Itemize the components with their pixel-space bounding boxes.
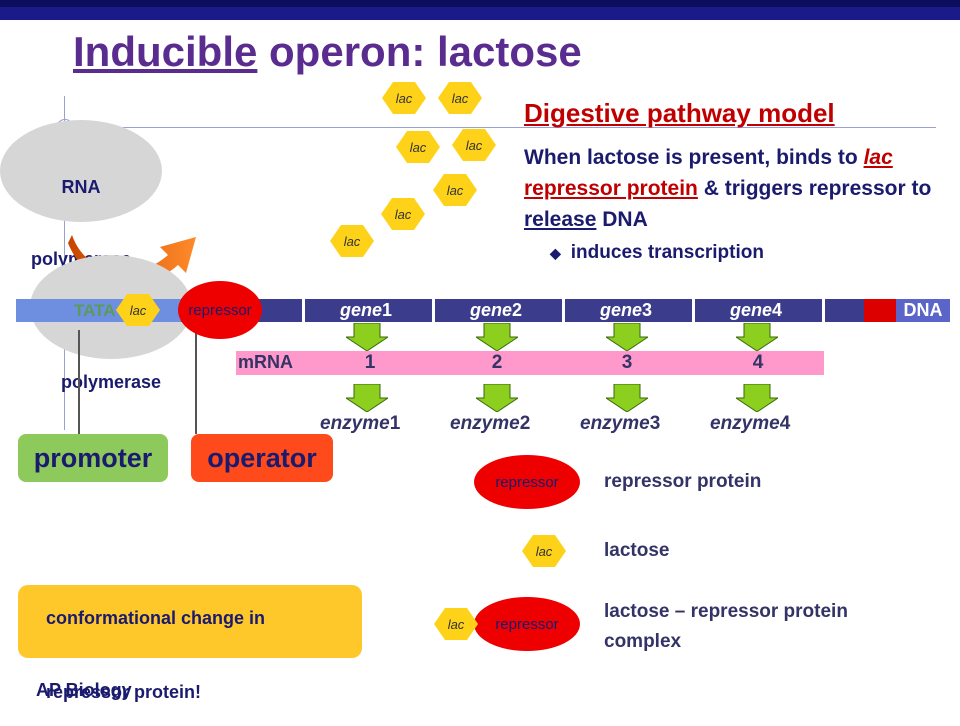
mrna-number: 2 xyxy=(491,352,503,373)
mrna-label: mRNA xyxy=(238,352,294,372)
legend-lactose-text: lactose xyxy=(604,540,670,561)
legend-complex-repressor: repressor xyxy=(474,597,580,651)
operator-label-box: operator xyxy=(191,434,333,482)
mrna-strand xyxy=(236,351,824,375)
slide-title: Inducible operon: lactose xyxy=(73,28,582,76)
gene-separator xyxy=(562,299,565,322)
lactose-molecule: lac xyxy=(433,174,477,206)
down-arrow-icon xyxy=(476,323,518,351)
down-arrow-icon xyxy=(476,384,518,412)
tata-box-label: TATA xyxy=(74,301,116,320)
lactose-bound-repressor: lac xyxy=(116,294,160,326)
mrna-number: 3 xyxy=(621,352,633,373)
gene-label: gene4 xyxy=(729,300,783,320)
promoter-label-box: promoter xyxy=(18,434,168,482)
down-arrow-icon xyxy=(736,384,778,412)
down-arrow-icon xyxy=(346,384,388,412)
gene-separator xyxy=(822,299,825,322)
top-band-dark xyxy=(0,0,960,7)
gene-separator xyxy=(302,299,305,322)
operator-pointer-line xyxy=(195,330,197,434)
repressor-on-operator: repressor xyxy=(178,281,262,339)
lactose-molecule: lac xyxy=(330,225,374,257)
legend-repressor-text: repressor protein xyxy=(604,471,762,492)
lactose-molecule: lac xyxy=(396,131,440,163)
legend-complex-lactose: lac xyxy=(434,608,478,640)
panel-body: When lactose is present, binds to lac re… xyxy=(524,146,932,231)
terminator-segment xyxy=(864,299,896,322)
lactose-molecule: lac xyxy=(382,82,426,114)
bullet-diamond-icon: ◆ xyxy=(550,245,561,261)
enzyme-label: enzyme1 xyxy=(320,413,401,434)
title-underlined-word: Inducible xyxy=(73,28,258,75)
lactose-molecule: lac xyxy=(452,129,496,161)
down-arrow-icon xyxy=(606,323,648,351)
gene-label: gene3 xyxy=(599,300,653,320)
lactose-molecule: lac xyxy=(381,198,425,230)
down-arrow-icon xyxy=(346,323,388,351)
down-arrow-icon xyxy=(606,384,648,412)
gene-label: gene2 xyxy=(469,300,523,320)
mrna-number: 1 xyxy=(364,352,376,373)
gene-label: gene1 xyxy=(339,300,393,320)
footer-course-label: AP Biology xyxy=(36,680,132,700)
gene-separator xyxy=(432,299,435,322)
down-arrow-icon xyxy=(736,323,778,351)
title-rest: operon: lactose xyxy=(257,28,582,75)
enzyme-label: enzyme2 xyxy=(450,413,531,434)
legend-repressor-symbol: repressor xyxy=(474,455,580,509)
gene-separator xyxy=(692,299,695,322)
enzyme-label: enzyme3 xyxy=(580,413,661,434)
legend-lactose-symbol: lac xyxy=(522,535,566,567)
lactose-molecule: lac xyxy=(438,82,482,114)
dna-label: DNA xyxy=(896,299,950,322)
panel-bullet: ◆induces transcription xyxy=(550,242,764,263)
promoter-pointer-line xyxy=(78,330,80,434)
panel-heading: Digestive pathway model xyxy=(524,98,835,128)
guide-line-horizontal xyxy=(56,127,936,128)
enzyme-label: enzyme4 xyxy=(710,413,791,434)
mrna-number: 4 xyxy=(752,352,764,373)
